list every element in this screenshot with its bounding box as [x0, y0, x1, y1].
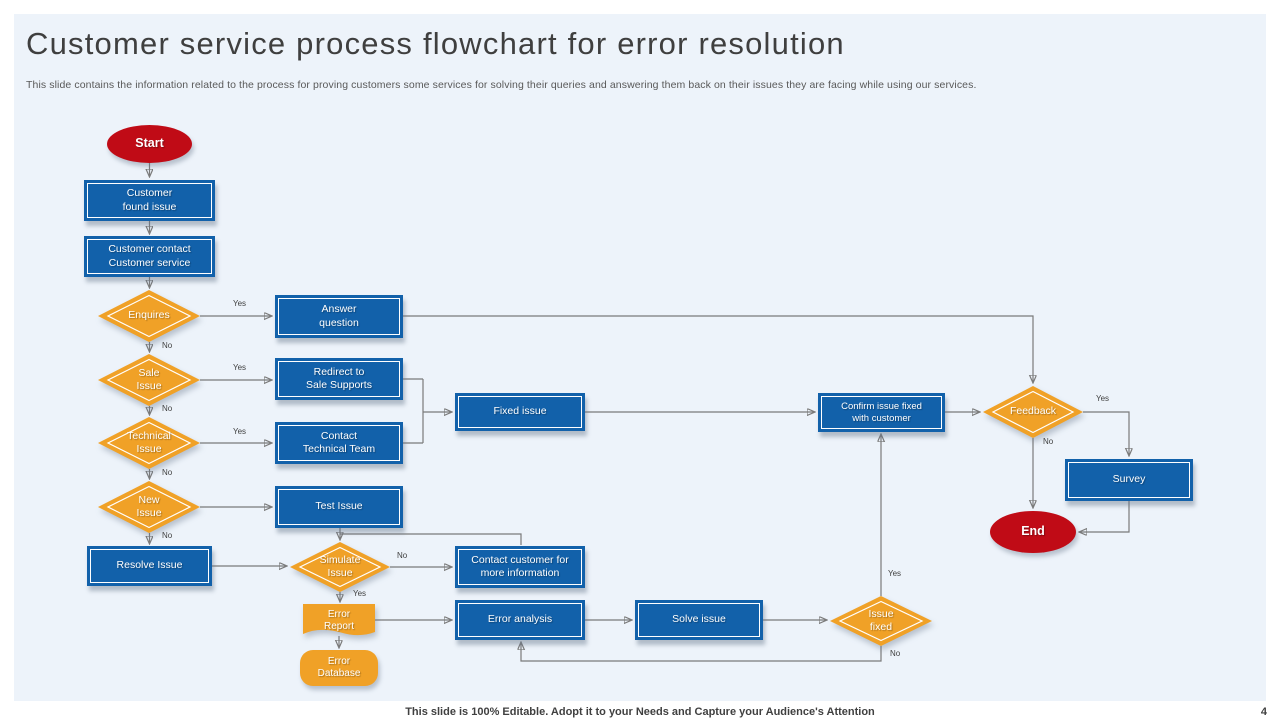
diamond-shape — [830, 596, 932, 646]
node-solve-issue: Solve issue — [635, 600, 763, 640]
node-error-analysis: Error analysis — [455, 600, 585, 640]
node-simulate-issue-label: Simulate Issue — [319, 553, 361, 579]
slide-background — [14, 14, 1266, 701]
node-test-issue-label: Test Issue — [315, 500, 363, 513]
node-resolve-issue-label: Resolve Issue — [116, 559, 183, 572]
node-start: Start — [107, 125, 192, 163]
node-issue-fixed-label: Issue fixed — [868, 607, 894, 633]
node-survey: Survey — [1065, 459, 1193, 501]
node-error-report-label: Error Report — [323, 609, 354, 632]
node-answer-question-label: Answer question — [319, 303, 359, 329]
node-customer-contact: Customer contact Customer service — [84, 236, 215, 277]
node-feedback-label: Feedback — [1009, 405, 1057, 418]
node-resolve-issue: Resolve Issue — [87, 546, 212, 586]
node-test-issue: Test Issue — [275, 486, 403, 528]
node-sale-issue: Sale Issue — [98, 354, 200, 406]
edge-label-no: No — [162, 341, 173, 350]
node-contact-customer: Contact customer for more information — [455, 546, 585, 588]
diamond-shape — [290, 542, 390, 592]
node-error-report: Error Report — [303, 604, 375, 638]
node-confirm-fixed: Confirm issue fixed with customer — [818, 393, 945, 432]
edge-label-no: No — [397, 551, 408, 560]
node-enquires: Enquires — [98, 290, 200, 342]
node-start-label: Start — [135, 136, 164, 151]
slide-subtitle: This slide contains the information rela… — [26, 79, 977, 91]
edge-label-yes: Yes — [233, 427, 247, 436]
edge-label-yes: Yes — [233, 299, 247, 308]
node-sale-issue-label: Sale Issue — [136, 366, 162, 392]
page-number: 4 — [1260, 706, 1267, 718]
edge-label-no: No — [162, 531, 173, 540]
node-new-issue: New Issue — [98, 481, 200, 533]
edge-label-yes: Yes — [233, 363, 247, 372]
node-simulate-issue: Simulate Issue — [290, 542, 390, 592]
edge-label-no: No — [162, 468, 173, 477]
node-contact-customer-label: Contact customer for more information — [471, 553, 569, 579]
node-solve-issue-label: Solve issue — [672, 613, 726, 626]
node-fixed-issue-label: Fixed issue — [493, 405, 547, 418]
node-redirect-sale: Redirect to Sale Supports — [275, 358, 403, 400]
node-redirect-sale-label: Redirect to Sale Supports — [306, 365, 372, 391]
diamond-shape — [983, 386, 1083, 438]
node-contact-technical-label: Contact Technical Team — [302, 429, 376, 455]
node-customer-found-issue: Customer found issue — [84, 180, 215, 221]
node-end: End — [990, 511, 1076, 553]
node-feedback: Feedback — [983, 386, 1083, 438]
node-answer-question: Answer question — [275, 295, 403, 338]
node-technical-issue: Technical Issue — [98, 417, 200, 469]
node-error-database: Error Database — [300, 650, 378, 686]
document-shape — [303, 604, 375, 636]
diamond-shape — [98, 354, 200, 406]
node-error-analysis-label: Error analysis — [487, 613, 553, 626]
node-end-label: End — [1021, 524, 1045, 539]
edge-label-no: No — [890, 649, 901, 658]
node-survey-label: Survey — [1112, 473, 1146, 486]
edge-label-yes: Yes — [1096, 394, 1110, 403]
node-error-database-label: Error Database — [317, 656, 361, 679]
diamond-shape — [98, 417, 200, 469]
node-technical-issue-label: Technical Issue — [127, 429, 171, 455]
diamond-shape — [98, 481, 200, 533]
edge-label-no: No — [162, 404, 173, 413]
node-issue-fixed: Issue fixed — [830, 596, 932, 646]
node-customer-contact-label: Customer contact Customer service — [108, 243, 191, 269]
edge-label-yes: Yes — [888, 569, 902, 578]
edge-label-no: No — [1043, 437, 1054, 446]
node-fixed-issue: Fixed issue — [455, 393, 585, 431]
node-confirm-fixed-label: Confirm issue fixed with customer — [841, 400, 922, 424]
diamond-shape — [98, 290, 200, 342]
node-enquires-label: Enquires — [128, 309, 170, 322]
edge-label-yes: Yes — [353, 589, 367, 598]
slide-footer: This slide is 100% Editable. Adopt it to… — [405, 706, 875, 718]
node-customer-found-issue-label: Customer found issue — [122, 187, 177, 213]
node-new-issue-label: New Issue — [136, 493, 162, 519]
slide-title: Customer service process flowchart for e… — [26, 26, 845, 61]
node-contact-technical: Contact Technical Team — [275, 422, 403, 464]
